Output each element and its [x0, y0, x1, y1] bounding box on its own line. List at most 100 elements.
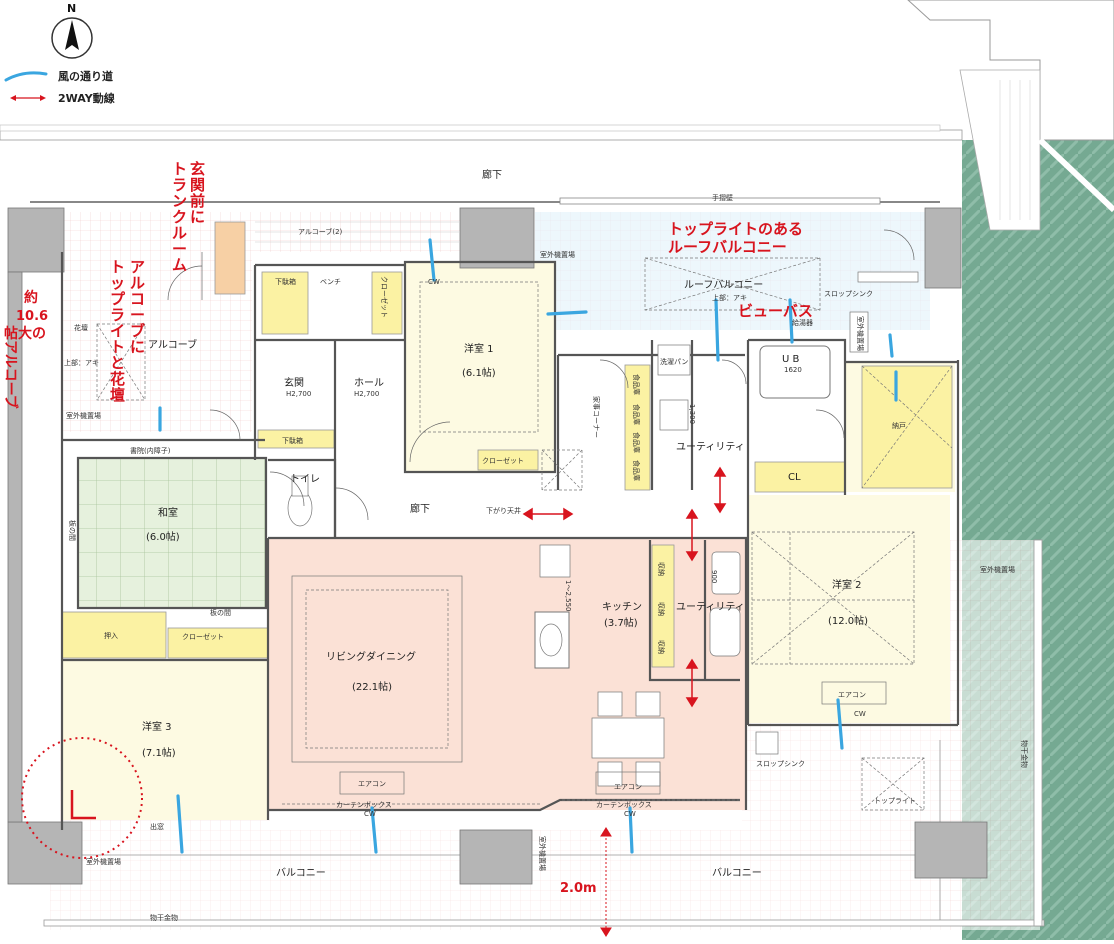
svg-text:コ: コ: [130, 290, 145, 308]
bed2-size: (12.0帖): [828, 614, 868, 627]
two-way-arrows: [522, 466, 727, 708]
slop-sink-2-label: スロップシンク: [756, 760, 805, 768]
svg-text:ト: ト: [110, 258, 125, 276]
callout-trunk-room: 玄 関 前 に ト ラ ン ク ル ー ム: [172, 160, 205, 274]
washitsu-size-label: (6.0帖): [146, 530, 180, 543]
handrail-label: 手摺壁: [712, 193, 733, 202]
alcove2-label: アルコーブ(2): [298, 227, 343, 236]
pantry-1-label: 食品庫: [632, 374, 641, 395]
genkan-label: 玄関: [284, 376, 304, 389]
outdoor-unit-4-label: 室外機置場: [980, 565, 1015, 574]
room-labels: 廊下 手摺壁 アルコーブ(2) アルコーブ 花壇 上部：アキ 室外機置場 書院(…: [64, 168, 1029, 922]
storage-a-label: 収納: [657, 562, 666, 576]
svg-text:ン: ン: [172, 192, 187, 210]
depth-label: 2.0m: [560, 881, 597, 896]
shoin-label: 書院(内障子): [130, 446, 171, 455]
outdoor-unit-3-label: 室外機置場: [856, 316, 865, 351]
upper-open-1-label: 上部：アキ: [64, 358, 99, 367]
aircon-1-label: エアコン: [358, 780, 386, 788]
alcove-tiles: [255, 221, 460, 243]
balcony-depth-dimension: [600, 827, 612, 937]
dim-900-label: 900: [710, 570, 718, 583]
living-label: リビングダイニング: [326, 650, 416, 663]
svg-text:ル: ル: [130, 274, 145, 292]
kitchen-label: キッチン: [602, 601, 642, 613]
utility1-label: ユーティリティ: [676, 442, 745, 453]
bed1-name: 洋室 1: [464, 342, 494, 355]
itanoma-2-label: 板の間: [210, 608, 231, 617]
alcove-label: アルコーブ: [148, 338, 197, 351]
svg-text:ク: ク: [172, 208, 187, 226]
toplight-label: トップライト: [874, 797, 916, 805]
roof-balcony-label: ルーフバルコニー: [684, 279, 763, 291]
bed3-name: 洋室 3: [142, 720, 172, 733]
wind-arrows: [158, 238, 898, 854]
storage-c-label: 収納: [657, 640, 666, 654]
legend: N 風の通り道 2WAY動線: [4, 2, 115, 105]
curtain-box-1-label: カーテンボックス: [336, 801, 392, 809]
curtain-box-2-label: カーテンボックス: [596, 801, 652, 809]
door-swings: [167, 229, 915, 521]
bed2-name: 洋室 2: [832, 578, 862, 591]
svg-text:約: 約: [24, 289, 38, 306]
callout-alcove-size: 約 10.6 帖大の アルコーブ: [2, 289, 48, 409]
housework-label: 家事コーナー: [592, 396, 601, 438]
svg-text:壇: 壇: [110, 386, 125, 404]
balcony-right-label: バルコニー: [712, 867, 762, 879]
walls: [7, 207, 988, 885]
bay-window-marker: [21, 737, 143, 859]
upper-open-2-label: 上部：アキ: [712, 293, 747, 302]
western-room-3: [62, 660, 268, 820]
corridor-mid-label: 廊下: [410, 502, 430, 515]
svg-text:ア: ア: [130, 258, 145, 276]
wind-legend-label: 風の通り道: [58, 69, 113, 83]
lowered-ceiling-label: 下がり天井: [486, 506, 521, 515]
svg-text:ー: ー: [130, 306, 145, 324]
dim-1300-label: 1,300: [688, 404, 696, 424]
closet3-label: クローゼット: [182, 632, 224, 641]
svg-text:ッ: ッ: [110, 274, 125, 292]
washer-label: 洗濯パン: [660, 357, 688, 366]
kitchen-size-label: (3.7帖): [604, 616, 638, 629]
svg-text:ラ: ラ: [110, 306, 125, 324]
svg-text:前: 前: [190, 192, 205, 210]
svg-text:花: 花: [110, 370, 125, 388]
living-size-label: (22.1帖): [352, 680, 392, 693]
callouts: 約 10.6 帖大の アルコーブ 玄 関 前 に ト ラ ン ク ル ー ム ア…: [2, 160, 813, 409]
detail-lines: [96, 257, 953, 811]
toilet-label: トイレ: [290, 474, 320, 485]
outdoor-unit-1-label: 室外機置場: [66, 411, 101, 420]
aircon-2-label: エアコン: [614, 783, 642, 791]
callout-roof-balcony-2: ルーフバルコニー: [668, 238, 787, 256]
laundry-pole-1-label: 物干金物: [1020, 740, 1029, 768]
outdoor-unit-5-label: 室外機置場: [538, 836, 547, 871]
callout-view-bath: ビューバス: [738, 302, 813, 320]
itanoma-1-label: 板の間: [68, 520, 77, 541]
svg-text:ル: ル: [172, 224, 187, 242]
svg-text:ブ: ブ: [130, 322, 145, 340]
cw1-label: CW: [428, 278, 440, 286]
ub-size-label: 1620: [784, 366, 802, 374]
north-label: N: [67, 2, 76, 15]
pantry-2-label: 食品庫: [632, 404, 641, 425]
nando-label: 納戸: [892, 421, 906, 430]
cw4-label: CW: [624, 810, 636, 818]
closet1-label: クローゼット: [482, 456, 524, 465]
utility2-label: ユーティリティ: [676, 602, 745, 613]
flower-bed-label: 花壇: [74, 323, 88, 332]
svg-text:に: に: [130, 338, 145, 356]
svg-text:10.6: 10.6: [16, 309, 48, 324]
ub-label: U B: [782, 354, 799, 365]
balcony-left-label: バルコニー: [276, 867, 326, 879]
bench-label: ベンチ: [320, 278, 341, 286]
bed3-size: (7.1帖): [142, 746, 176, 759]
wind-legend-icon: [4, 71, 48, 82]
slop-sink-1-label: スロップシンク: [824, 290, 873, 298]
interior-walls: [60, 252, 960, 830]
storage-b-label: 収納: [657, 602, 666, 616]
washitsu-label: 和室: [158, 506, 178, 519]
svg-text:関: 関: [190, 176, 205, 194]
callout-alcove-toplight: ア ル コ ー ブ に ト ッ プ ラ イ ト と 花 壇: [110, 258, 145, 404]
svg-text:ラ: ラ: [172, 176, 187, 194]
svg-text:プ: プ: [110, 290, 126, 308]
